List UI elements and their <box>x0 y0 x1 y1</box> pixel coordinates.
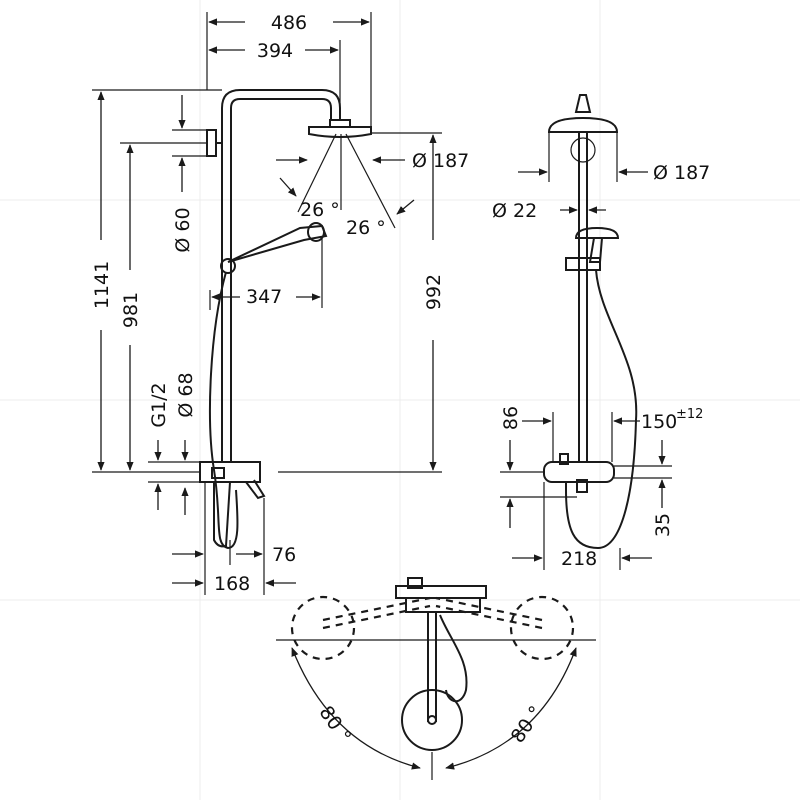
spray-angle-right-label: 26 ° <box>346 217 386 239</box>
dim-head-187-label: Ø 187 <box>412 150 469 172</box>
dim-168-label: 168 <box>214 573 250 595</box>
side-dim-150-label: 150 <box>641 411 677 433</box>
dim-60: Ø 60 <box>172 95 207 253</box>
overhead-shower-head <box>308 119 372 138</box>
front-view: 486 394 1141 981 Ø <box>91 12 469 595</box>
top-rotated-right <box>435 595 575 661</box>
side-dim-218-label: 218 <box>561 548 597 570</box>
side-dim-86: 86 <box>500 406 577 528</box>
side-dim-218: 218 <box>512 482 652 570</box>
side-dim-22: Ø 22 <box>492 200 606 222</box>
shower-hose <box>209 271 239 550</box>
side-dim-35-label: 35 <box>652 513 674 537</box>
side-dim-187: Ø 187 <box>518 132 710 184</box>
top-angle-arcs: 80 ° 80 ° <box>291 647 577 780</box>
dim-head-187: Ø 187 <box>276 150 469 172</box>
mixer-body <box>199 461 266 548</box>
dim-992-label: 992 <box>423 274 445 310</box>
dim-1141-label: 1141 <box>91 261 113 309</box>
side-dim-150: 150 ±12 <box>522 407 703 462</box>
side-riser-pipe <box>578 132 588 462</box>
dim-486-label: 486 <box>271 12 307 34</box>
dim-347: 347 <box>209 236 323 310</box>
dim-76: 76 <box>172 498 296 595</box>
spray-angle-left-label: 26 ° <box>300 199 340 221</box>
spray-cone <box>297 133 396 229</box>
dim-1141: 1141 <box>91 89 222 473</box>
side-dim-187-label: Ø 187 <box>653 162 710 184</box>
top-rotated-left <box>290 595 431 661</box>
shower-arm <box>221 89 341 120</box>
side-dim-35: 35 <box>614 440 674 537</box>
top-mixer <box>395 577 487 613</box>
dim-68-label: Ø 68 <box>175 372 197 417</box>
side-dim-22-label: Ø 22 <box>492 200 537 222</box>
hand-shower <box>220 222 328 274</box>
side-dim-150-tolerance: ±12 <box>676 407 703 422</box>
side-hand-shower <box>565 226 620 271</box>
dim-60-label: Ø 60 <box>172 207 194 252</box>
dim-76-label: 76 <box>272 544 296 566</box>
dim-486: 486 <box>206 12 372 127</box>
dim-394-label: 394 <box>257 40 293 62</box>
dim-inlet: G1/2 Ø 68 <box>148 372 200 515</box>
dim-981-label: 981 <box>120 292 142 328</box>
dim-981: 981 <box>120 142 207 471</box>
side-dim-86-label: 86 <box>500 406 522 430</box>
top-arm <box>401 612 468 751</box>
wall-bracket <box>206 129 222 157</box>
dim-168: 168 <box>172 482 296 595</box>
thread-label: G1/2 <box>148 382 170 427</box>
side-hose <box>565 269 638 550</box>
side-shower-head <box>547 94 619 163</box>
top-view: 80 ° 80 ° <box>276 577 596 780</box>
dim-347-label: 347 <box>246 286 282 308</box>
dim-394: 394 <box>208 40 341 120</box>
dim-spray-angles: 26 ° 26 ° <box>279 177 415 239</box>
dim-992: 992 <box>278 132 445 473</box>
rotation-left-label: 80 ° <box>315 702 356 747</box>
side-view: Ø 187 Ø 22 86 150 ±12 <box>492 94 710 570</box>
